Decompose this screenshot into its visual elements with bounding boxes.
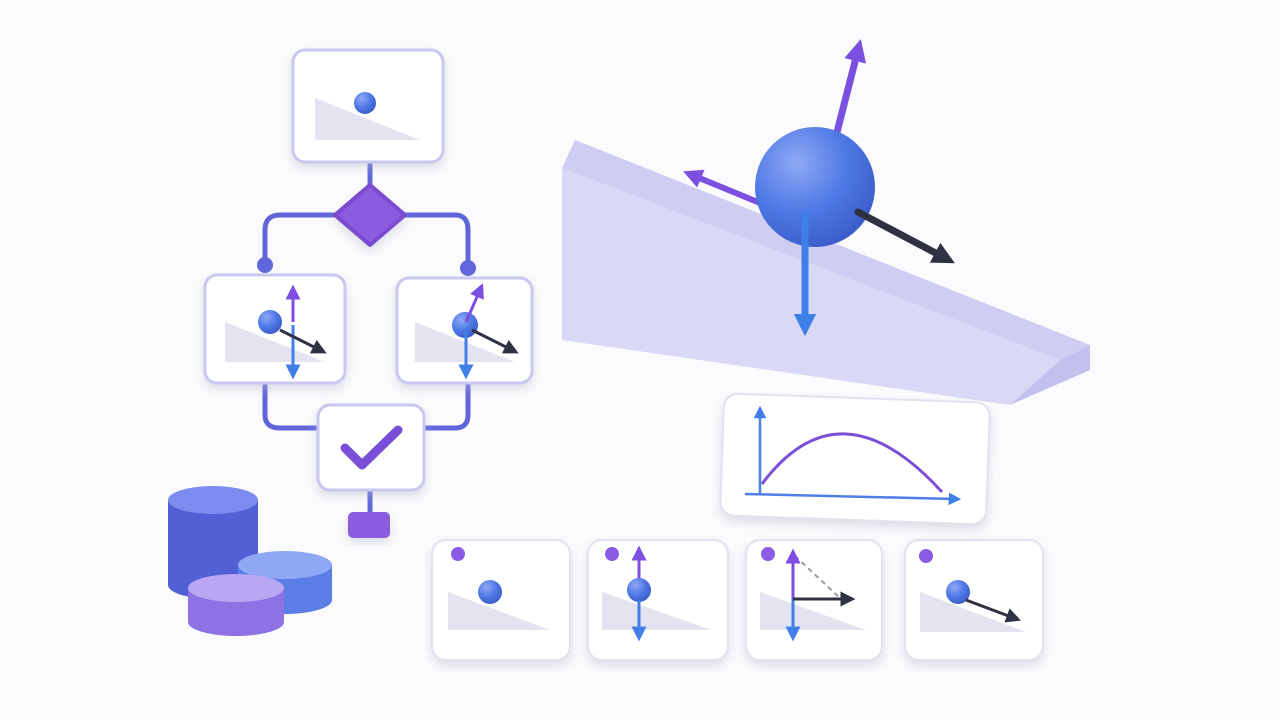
- cylinder-short: [188, 574, 284, 636]
- status-dot: [761, 547, 775, 561]
- ball-icon: [258, 310, 282, 334]
- checkmark-icon: [340, 425, 403, 470]
- ramp-front-face: [562, 168, 1060, 405]
- step-3-component-forces-card[interactable]: [745, 539, 883, 661]
- flowchart-connectors: [262, 162, 471, 518]
- ball-icon: [627, 578, 651, 602]
- force-arrow-side-icon: [965, 598, 1022, 623]
- connector-node-right: [460, 260, 476, 276]
- flowchart-start-card[interactable]: [291, 48, 445, 164]
- ramp-top-face: [562, 140, 1090, 360]
- ball-icon: [452, 312, 478, 338]
- force-arrow-side-icon: [471, 328, 519, 354]
- flowchart-branch-card-left[interactable]: [203, 273, 347, 385]
- ball-icon: [946, 580, 970, 604]
- ball-icon: [755, 127, 875, 247]
- step-2-vertical-forces-card[interactable]: [587, 539, 729, 661]
- force-arrow-side-icon: [279, 328, 327, 354]
- force-arrow-parallel-icon: [854, 208, 955, 264]
- flowchart-terminal-node: [348, 512, 390, 538]
- diamond-decision-icon[interactable]: [333, 183, 407, 247]
- step-4-net-force-card[interactable]: [904, 539, 1044, 661]
- step-1-ball-card[interactable]: [431, 539, 571, 661]
- cylinder-stack-icon: [168, 486, 332, 636]
- force-arrow-friction-icon: [683, 169, 763, 206]
- force-dashed-resultant: [794, 555, 841, 599]
- force-arrow-up-icon: [464, 283, 484, 323]
- parabola-graph-card[interactable]: [719, 392, 991, 526]
- status-dot: [451, 547, 465, 561]
- parabola-graph-icon: [760, 432, 944, 494]
- incline-ramp: [562, 140, 1090, 405]
- flowchart-end-card[interactable]: [316, 403, 426, 492]
- status-dot: [919, 549, 933, 563]
- ramp-end-face: [1010, 345, 1090, 405]
- force-arrow-normal-icon: [831, 39, 867, 144]
- connector-node-left: [257, 257, 273, 273]
- ball-icon: [354, 92, 376, 114]
- flowchart-branch-card-right[interactable]: [395, 276, 534, 385]
- status-dot: [605, 547, 619, 561]
- ball-icon: [478, 580, 502, 604]
- graph-x-axis: [744, 492, 962, 506]
